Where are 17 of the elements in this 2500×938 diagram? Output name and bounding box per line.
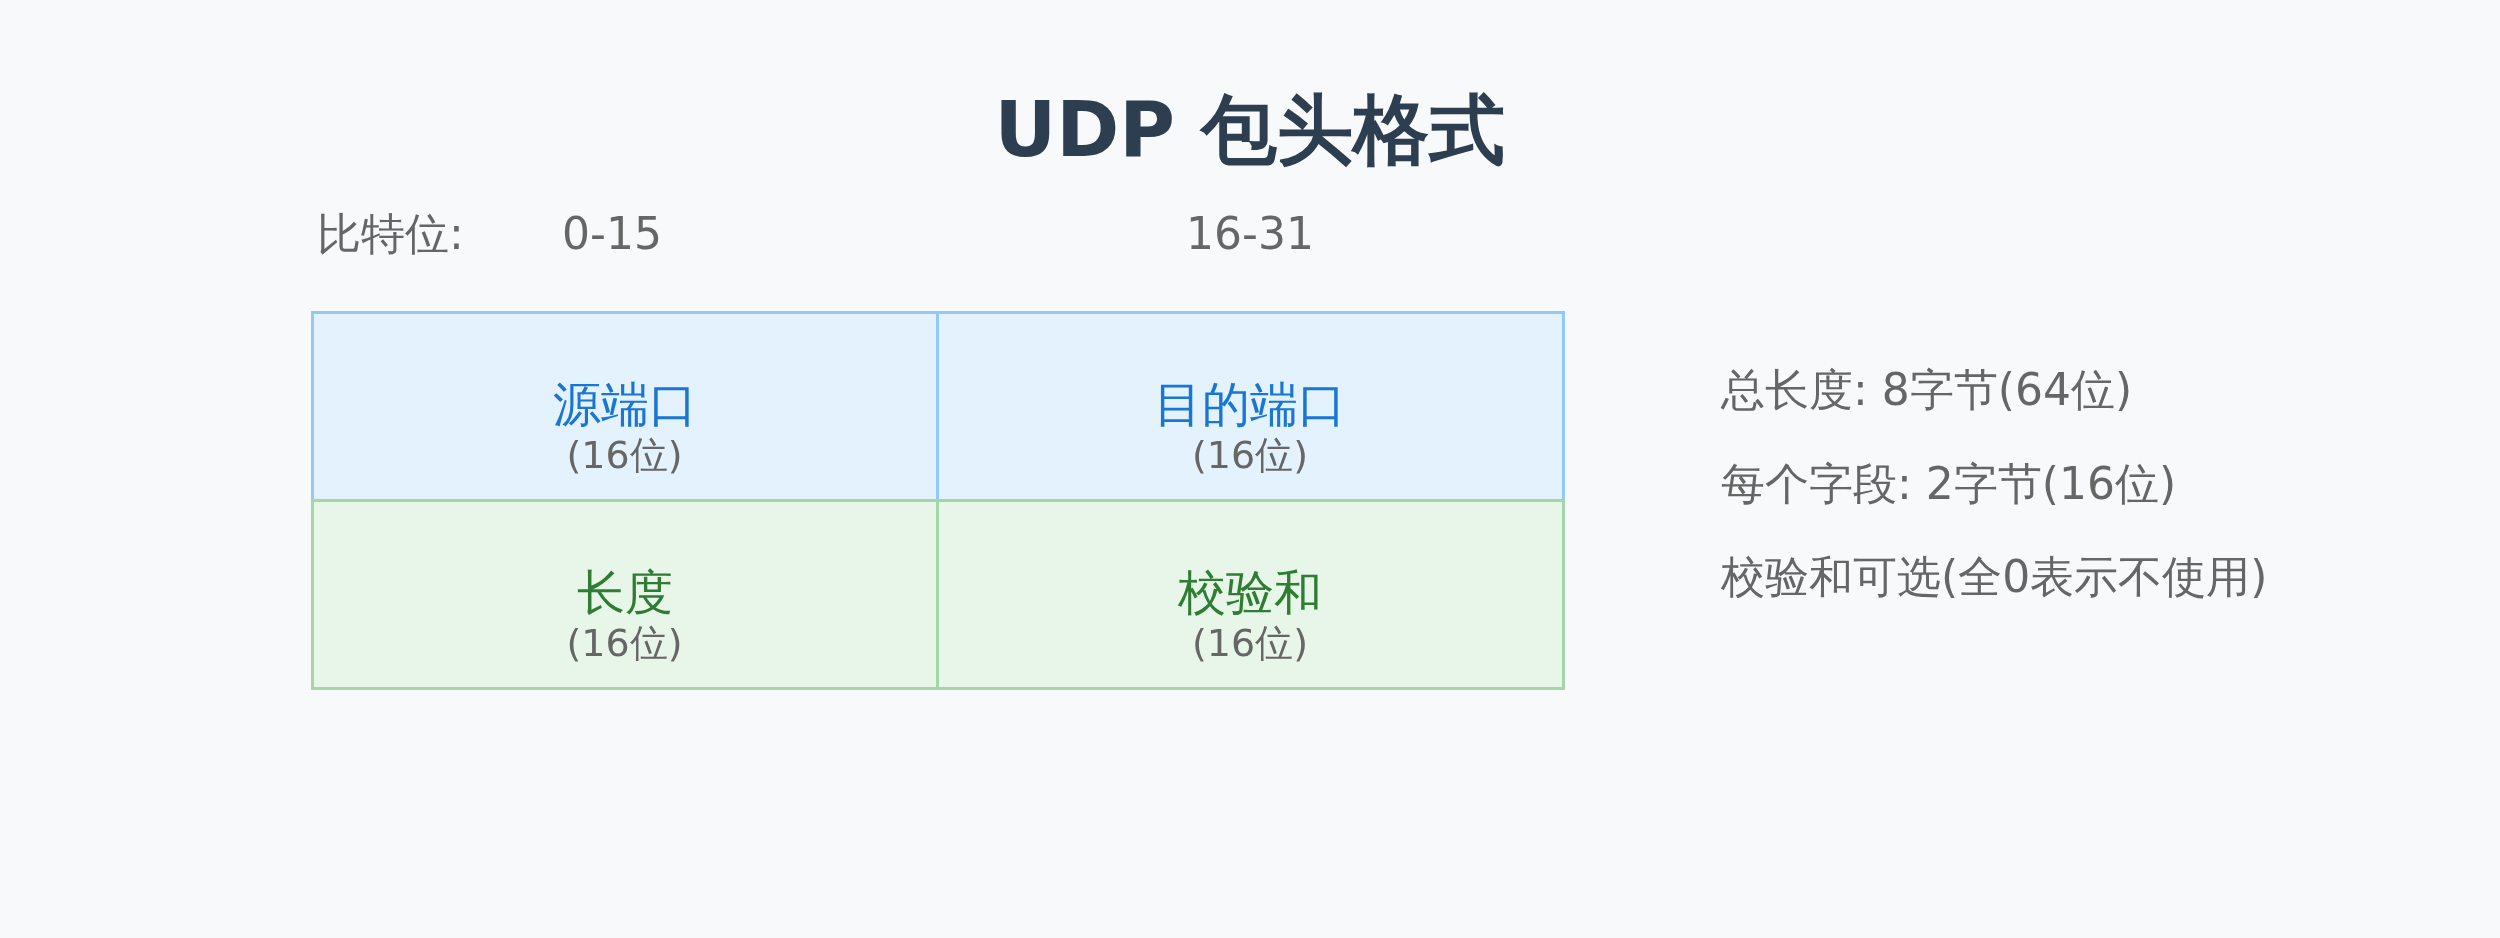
field-name: 源端口 [552, 377, 697, 430]
bit-width: (16位) [1192, 431, 1308, 479]
bit-width: (16位) [566, 431, 683, 479]
title: UDP 包头格式 [994, 90, 1506, 170]
bit-range: 0-15 [562, 208, 662, 260]
bit-label: 比特位: [317, 208, 464, 260]
table-cell [310, 310, 939, 502]
bit-range: 16-31 [1186, 208, 1314, 260]
field-name: 长度 [576, 565, 673, 618]
field-name: 目的端口 [1154, 377, 1346, 430]
note: 校验和可选(全0表示不使用) [1721, 551, 2268, 603]
bit-width: (16位) [566, 619, 683, 667]
table-cell [310, 498, 939, 690]
note: 每个字段: 2字节(16位) [1721, 458, 2177, 510]
note: 总长度: 8字节(64位) [1721, 364, 2133, 416]
bit-width: (16位) [1192, 619, 1308, 667]
field-name: 校验和 [1178, 565, 1322, 618]
